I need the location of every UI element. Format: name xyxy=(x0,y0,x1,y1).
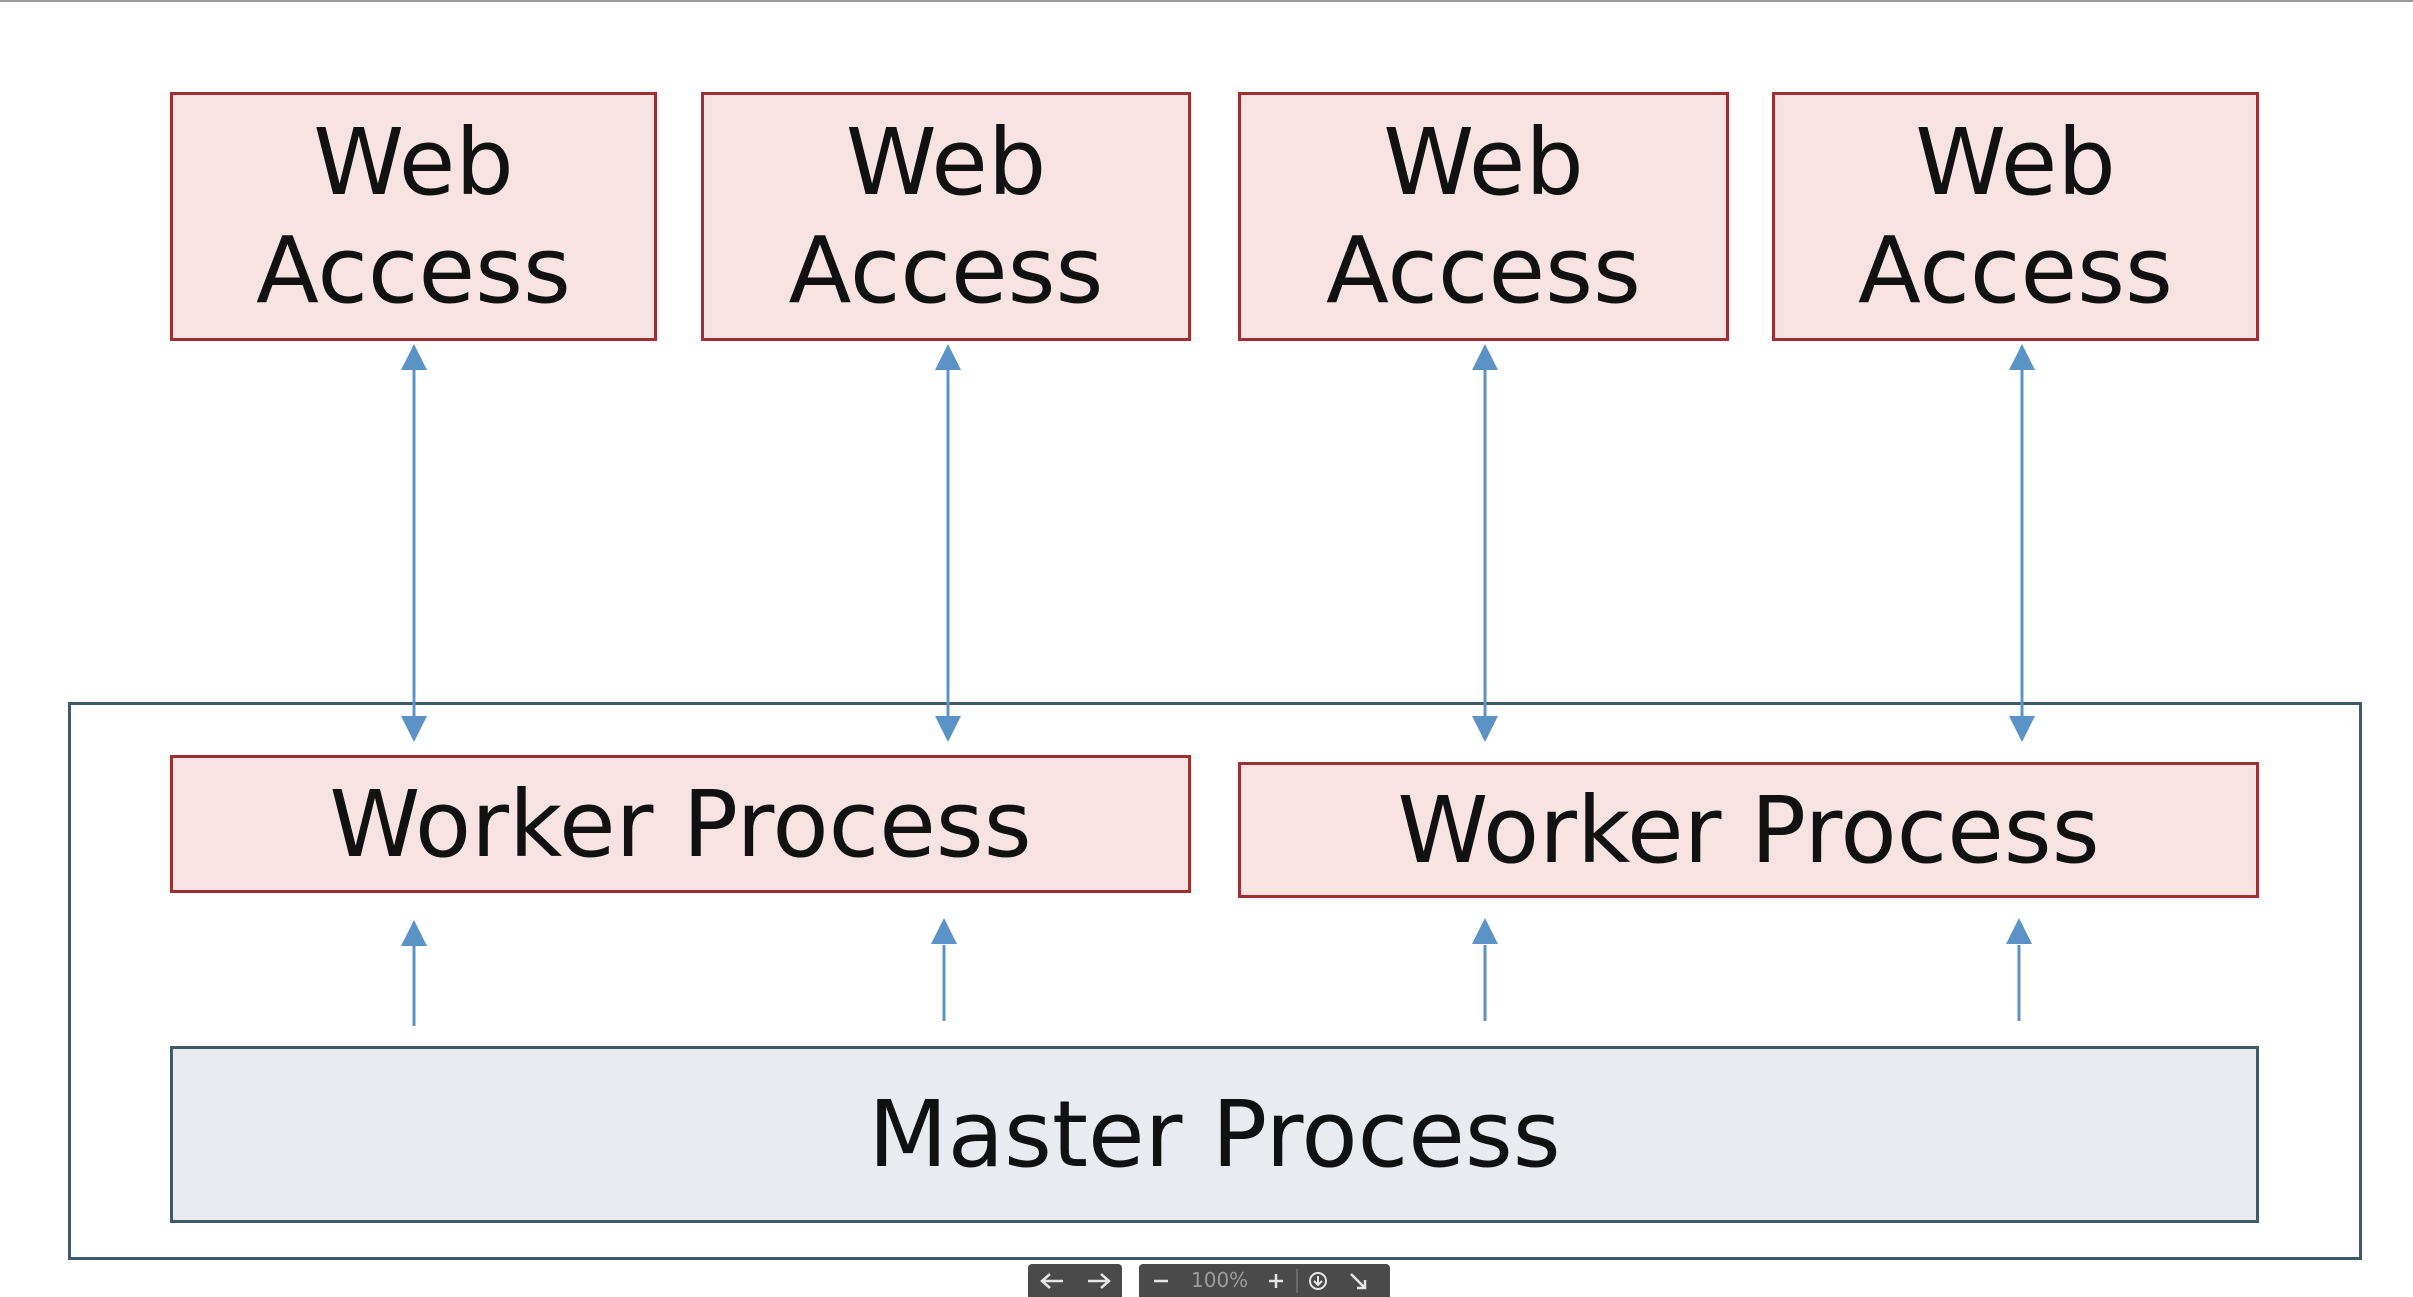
web-access-label-line1: Web xyxy=(313,108,514,216)
web-access-label-line2: Access xyxy=(256,216,571,324)
toolbar-divider xyxy=(1296,1268,1299,1293)
viewer-nav-toolbar xyxy=(1028,1264,1122,1297)
viewer-zoom-toolbar: 100% xyxy=(1139,1264,1390,1297)
web-access-label-line2: Access xyxy=(1326,216,1641,324)
bidirectional-arrow-3 xyxy=(1472,344,1498,742)
worker-process-label: Worker Process xyxy=(329,770,1032,878)
web-access-label-line1: Web xyxy=(845,108,1047,216)
web-access-label-line2: Access xyxy=(788,216,1104,324)
plus-icon[interactable] xyxy=(1256,1264,1296,1297)
zoom-level: 100% xyxy=(1191,1268,1249,1292)
worker-process-label: Worker Process xyxy=(1397,776,2100,884)
arrow-right-icon[interactable] xyxy=(1075,1264,1122,1297)
arrow-left-icon[interactable] xyxy=(1028,1264,1075,1297)
bidirectional-arrow-1 xyxy=(401,344,427,742)
fit-to-screen-icon[interactable] xyxy=(1298,1264,1338,1297)
worker-process-node-1: Worker Process xyxy=(170,755,1191,893)
master-process-node: Master Process xyxy=(170,1046,2259,1223)
web-access-node-2: Web Access xyxy=(701,92,1191,341)
minus-icon[interactable] xyxy=(1139,1264,1183,1297)
collapse-icon[interactable] xyxy=(1338,1264,1378,1297)
web-access-node-4: Web Access xyxy=(1772,92,2259,341)
server-container xyxy=(68,702,2362,1260)
web-access-label-line2: Access xyxy=(1858,216,2173,324)
master-process-label: Master Process xyxy=(868,1081,1561,1188)
bidirectional-arrow-4 xyxy=(2009,344,2035,742)
bidirectional-arrow-2 xyxy=(935,344,961,742)
worker-process-node-2: Worker Process xyxy=(1238,762,2259,898)
web-access-node-1: Web Access xyxy=(170,92,657,341)
web-access-node-3: Web Access xyxy=(1238,92,1729,341)
web-access-label-line1: Web xyxy=(1915,108,2116,216)
top-border xyxy=(0,0,2413,2)
web-access-label-line1: Web xyxy=(1383,108,1584,216)
